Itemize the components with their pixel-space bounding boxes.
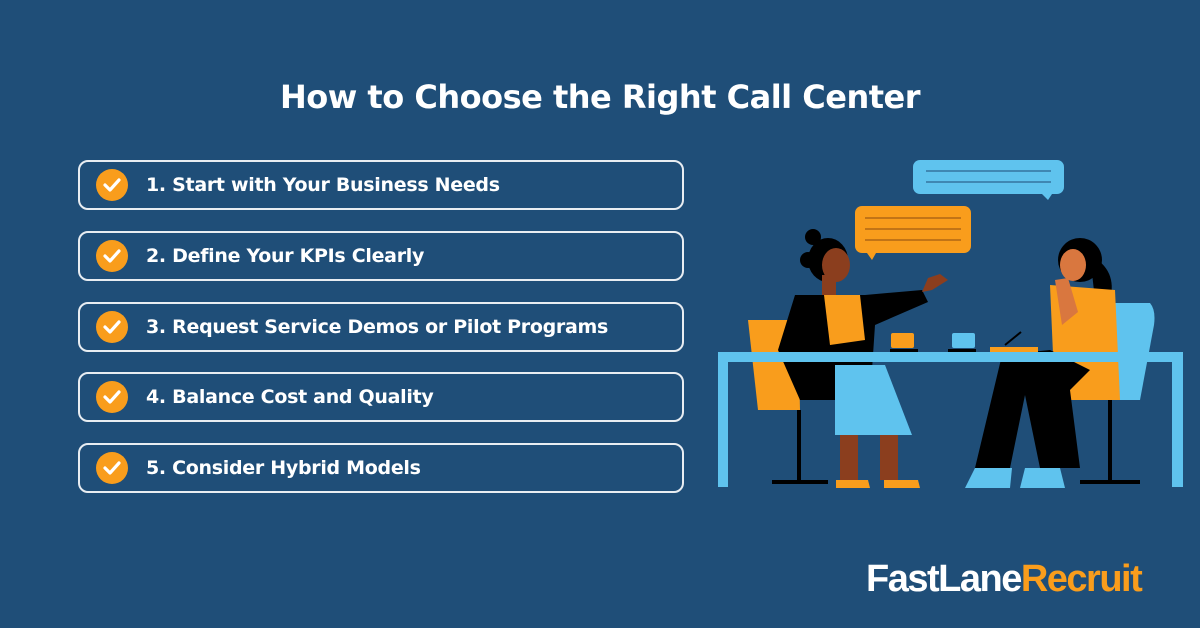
speech-bubble-orange-icon	[855, 206, 971, 260]
brand-part1: FastLane	[866, 558, 1022, 600]
list-item-label: 4. Balance Cost and Quality	[146, 386, 434, 408]
list-item: 1. Start with Your Business Needs	[78, 160, 684, 210]
meeting-illustration	[718, 160, 1183, 488]
list-item-label: 3. Request Service Demos or Pilot Progra…	[146, 316, 609, 338]
check-circle-icon	[96, 381, 128, 413]
list-item-label: 1. Start with Your Business Needs	[146, 174, 500, 196]
list-item-label: 5. Consider Hybrid Models	[146, 457, 421, 479]
check-circle-icon	[96, 311, 128, 343]
speech-bubble-blue-icon	[913, 160, 1064, 200]
list-item-label: 2. Define Your KPIs Clearly	[146, 245, 425, 267]
check-circle-icon	[96, 240, 128, 272]
brand-part2: Recruit	[1020, 558, 1143, 600]
list-item: 2. Define Your KPIs Clearly	[78, 231, 684, 281]
list-item: 5. Consider Hybrid Models	[78, 443, 684, 493]
check-circle-icon	[96, 452, 128, 484]
page-title: How to Choose the Right Call Center	[279, 78, 921, 116]
brand-logo: FastLaneRecruit	[866, 558, 1143, 601]
list-item: 3. Request Service Demos or Pilot Progra…	[78, 302, 684, 352]
check-circle-icon	[96, 169, 128, 201]
list-item: 4. Balance Cost and Quality	[78, 372, 684, 422]
